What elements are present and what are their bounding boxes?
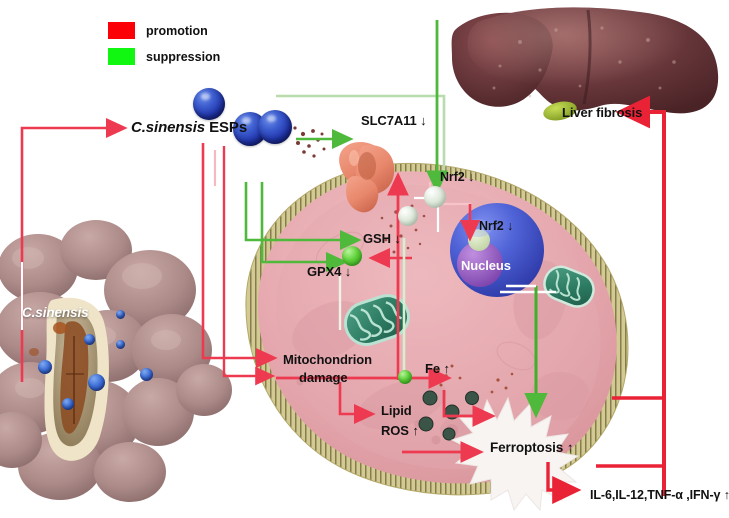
label-mitochondrion-damage: Mitochondrion damage: [283, 352, 372, 385]
esp-dot-7: [116, 310, 125, 319]
nucleus-image: [450, 203, 544, 297]
mitochondrion-intact: [543, 265, 595, 308]
label-lipid: Lipid: [381, 403, 412, 418]
label-esps-suffix: ESPs: [205, 119, 248, 136]
esp-dot-2: [116, 340, 125, 349]
label-cytokines: IL-6,IL-12,TNF-α ,IFN-γ ↑: [590, 488, 729, 502]
arrow-fe-to-ferroptosis: [442, 390, 496, 427]
legend-swatch-promotion: [108, 22, 135, 39]
arrow-esps-to-mitochondrion: [201, 143, 278, 369]
esp-dot-5: [140, 368, 153, 381]
esp-dot-6: [62, 398, 74, 410]
label-ferroptosis: Ferroptosis ↑: [490, 440, 574, 455]
arrow-parasite-to-esps: [20, 117, 128, 382]
cystine-specks: [293, 126, 326, 158]
esp-dot-1: [84, 334, 95, 345]
esp-sphere-3: [258, 110, 292, 144]
label-mito-line2: damage: [299, 369, 348, 385]
ros-particles: [418, 390, 479, 441]
slc7a11-transporter: [339, 142, 395, 213]
esp-dot-3: [38, 360, 52, 374]
esp-dot-4: [88, 374, 105, 391]
label-nucleus: Nucleus: [461, 258, 511, 273]
arrow-to-liver-fibrosis: [615, 95, 666, 490]
label-fe: Fe ↑: [425, 361, 450, 376]
label-esps-species: C.sinensis: [131, 119, 206, 136]
mitochondrion-damaged: [343, 294, 410, 346]
arrow-to-lipid-ros: [338, 382, 376, 425]
label-liver-fibrosis: Liver fibrosis: [562, 105, 643, 120]
label-esps: C.sinensis ESPs: [131, 119, 248, 137]
legend-label-promotion: promotion: [146, 23, 208, 38]
label-slc7a11: SLC7A11 ↓: [361, 113, 427, 128]
label-gsh: GSH ↓: [363, 231, 401, 246]
legend-item-suppression: suppression: [108, 48, 220, 65]
label-nrf2-cytoplasm: Nrf2 ↓: [440, 170, 475, 184]
legend-item-promotion: promotion: [108, 22, 208, 39]
label-gpx4: GPX4 ↓: [307, 264, 352, 279]
arrow-suppress-gsh: [244, 182, 362, 251]
label-parasite: C.sinensis: [22, 305, 89, 320]
nrf2-cyto-sphere: [398, 206, 418, 226]
legend-label-suppression: suppression: [146, 49, 221, 64]
leader-top-pale-green: [276, 94, 446, 176]
arrow-ferroptosis-to-cytokines: [546, 462, 582, 504]
arrow-suppress-gpx4: [260, 182, 348, 273]
parasite-cluster-image: [0, 220, 232, 502]
nrf2-membrane-sphere: [424, 186, 446, 208]
gpx4-sphere: [342, 246, 362, 266]
label-mito-line1: Mitochondrion: [283, 352, 372, 367]
esp-sphere-1: [193, 88, 225, 120]
legend-swatch-suppression: [108, 48, 135, 65]
arrow-esps-to-mito-2: [222, 146, 276, 386]
fe-junction-sphere: [398, 370, 412, 384]
label-nrf2-nucleus: Nrf2 ↓: [479, 219, 514, 233]
label-ros: ROS ↑: [381, 423, 419, 438]
